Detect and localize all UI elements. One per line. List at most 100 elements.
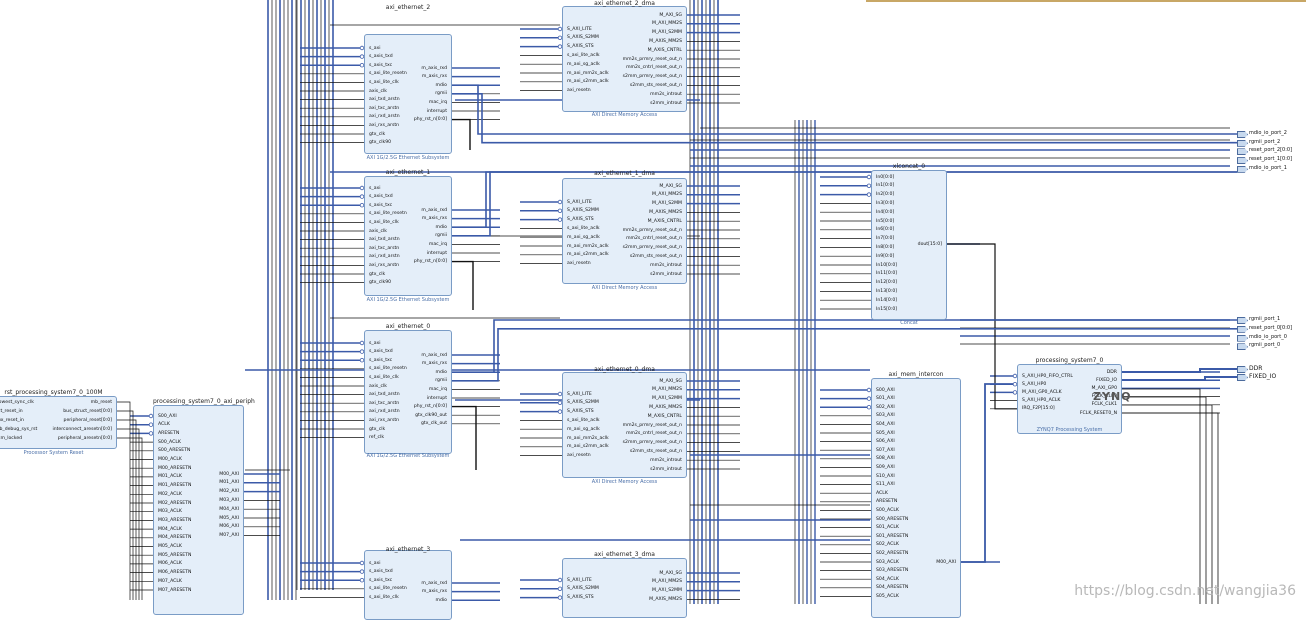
pin-left: In13[0:0] (876, 288, 898, 294)
pin-right: mm2s_cntrl_reset_out_n (626, 65, 682, 71)
pin-left: S_AXIS_STS (567, 44, 594, 50)
bus-pin-marker (359, 340, 365, 346)
pin-left: In5[0:0] (876, 218, 895, 224)
bus-pin-marker (557, 391, 563, 397)
block-dma0[interactable] (562, 372, 687, 478)
clock-wire (1122, 396, 1207, 604)
block-eth2[interactable] (364, 34, 452, 154)
block-subtitle: AXI Direct Memory Access (591, 479, 658, 485)
port-group3[interactable] (1237, 374, 1248, 381)
pin-left: axi_rxs_arstn (369, 417, 400, 423)
pin-right: m_axis_rxd (421, 580, 447, 586)
bus-pin-marker (359, 45, 365, 51)
bus-pin-marker (359, 185, 365, 191)
pin-right: mm2s_introut (650, 262, 682, 268)
pin-left: S00_ARESETN (158, 448, 191, 454)
pin-left: In8[0:0] (876, 244, 895, 250)
block-rst[interactable] (0, 396, 117, 449)
pin-left: M05_ARESETN (158, 552, 192, 558)
pin-right: M_AXI_SG (659, 378, 682, 384)
clock-wire (1122, 388, 1201, 604)
block-ic[interactable] (871, 378, 961, 618)
pin-right: mdio (435, 597, 447, 603)
block-concat[interactable] (871, 170, 947, 320)
pin-left: In10[0:0] (876, 262, 898, 268)
bus-pin-marker (1012, 373, 1018, 379)
bus-pin-marker (866, 405, 872, 410)
pin-right: M07_AXI (219, 533, 239, 539)
port-label: reset_port_1[0:0] (1249, 156, 1293, 163)
port-label: FIXED_IO (1249, 373, 1277, 380)
pin-right: s2mm_introut (650, 466, 682, 472)
pin-left: gtx_clk (369, 426, 386, 432)
port-label: reset_port_0[0:0] (1249, 324, 1293, 331)
pin-left: s_axis_txd (369, 194, 393, 200)
pin-right: dout[15:0] (917, 241, 942, 247)
pin-right: FCLK_CLK0 (1091, 394, 1117, 400)
pin-left: s_axi (369, 340, 381, 346)
port-group1[interactable] (1237, 165, 1248, 173)
pin-left: S_AXI_LITE (567, 577, 592, 583)
pin-right: s2mm_prmry_reset_out_n (622, 440, 682, 446)
pin-left: axi_resetn (567, 261, 591, 267)
port-label: rgmii_port_2 (1249, 138, 1281, 145)
port-group1[interactable] (1237, 139, 1248, 147)
block-subtitle: AXI Direct Memory Access (591, 112, 658, 118)
pin-left: S_AXIS_STS (567, 217, 594, 223)
pin-right: m_axis_rxs (421, 216, 447, 222)
pin-left: M00_ACLK (158, 457, 182, 462)
block-periph[interactable] (153, 405, 244, 615)
bus-pin-marker (866, 183, 872, 188)
pin-left: gtx_clk90 (369, 140, 392, 146)
pin-left: axi_txc_arstn (369, 105, 400, 111)
port-group2[interactable] (1237, 334, 1248, 342)
port-group2[interactable] (1237, 325, 1248, 333)
pin-right: M_AXI_S2MM (652, 588, 682, 594)
bus-pin-marker (359, 560, 365, 566)
block-dma1[interactable] (562, 178, 687, 284)
pin-left: axi_txc_arstn (369, 245, 400, 251)
pin-right: mac_irq (428, 241, 447, 247)
pin-right: M_AXI_GP0 (1091, 385, 1117, 391)
pin-left: ref_clk (369, 435, 384, 441)
pin-right: M_AXI_SG (659, 570, 682, 576)
port-group1[interactable] (1237, 148, 1248, 156)
pin-left: ACLK (876, 490, 888, 496)
pin-right: interrupt (426, 250, 447, 256)
block-ps7[interactable] (1017, 364, 1122, 434)
pin-left: axi_resetn (567, 88, 591, 94)
bus-pin-marker (359, 54, 365, 59)
pin-left: In15[0:0] (876, 306, 898, 312)
port-group3[interactable] (1237, 366, 1248, 373)
pin-left: s_axi (369, 45, 381, 51)
block-subtitle: AXI 1G/2.5G Ethernet Subsystem (366, 155, 450, 161)
port-group2[interactable] (1237, 317, 1248, 324)
port-group1[interactable] (1237, 157, 1248, 165)
pin-left: S07_AXI (876, 447, 895, 453)
bus-pin-marker (557, 400, 563, 405)
block-dma2[interactable] (562, 6, 687, 112)
block-eth1[interactable] (364, 176, 452, 296)
pin-left: S00_ARESETN (876, 516, 909, 522)
pin-left: axi_rxd_arstn (369, 114, 400, 120)
pin-right: mm2s_prmry_reset_out_n (622, 56, 682, 62)
pin-right: FCLK_CLK1 (1091, 402, 1117, 408)
pin-right: M03_AXI (219, 497, 239, 503)
port-group1[interactable] (1237, 131, 1248, 138)
block-title: processing_system7_0 (1035, 357, 1104, 364)
block-title: axi_ethernet_0 (385, 323, 431, 330)
pin-right: peripheral_reset[0:0] (63, 417, 112, 423)
pin-left: S02_ACLK (876, 542, 899, 548)
pin-left: axi_rxs_arstn (369, 122, 400, 128)
block-title: axi_ethernet_2_dma (594, 0, 655, 7)
block-eth0[interactable] (364, 330, 452, 454)
pin-left: S00_AXI (158, 413, 177, 419)
pin-right: phy_rst_n[0:0] (413, 404, 447, 410)
port-group2[interactable] (1237, 343, 1248, 351)
pin-left: aux_reset_in (0, 417, 24, 423)
bus-pin-marker (148, 422, 154, 427)
bus-pin-marker (148, 413, 154, 419)
pin-right: mm2s_cntrl_reset_out_n (626, 236, 682, 242)
bus-pin-marker (359, 349, 365, 354)
pin-left: In12[0:0] (876, 280, 898, 286)
